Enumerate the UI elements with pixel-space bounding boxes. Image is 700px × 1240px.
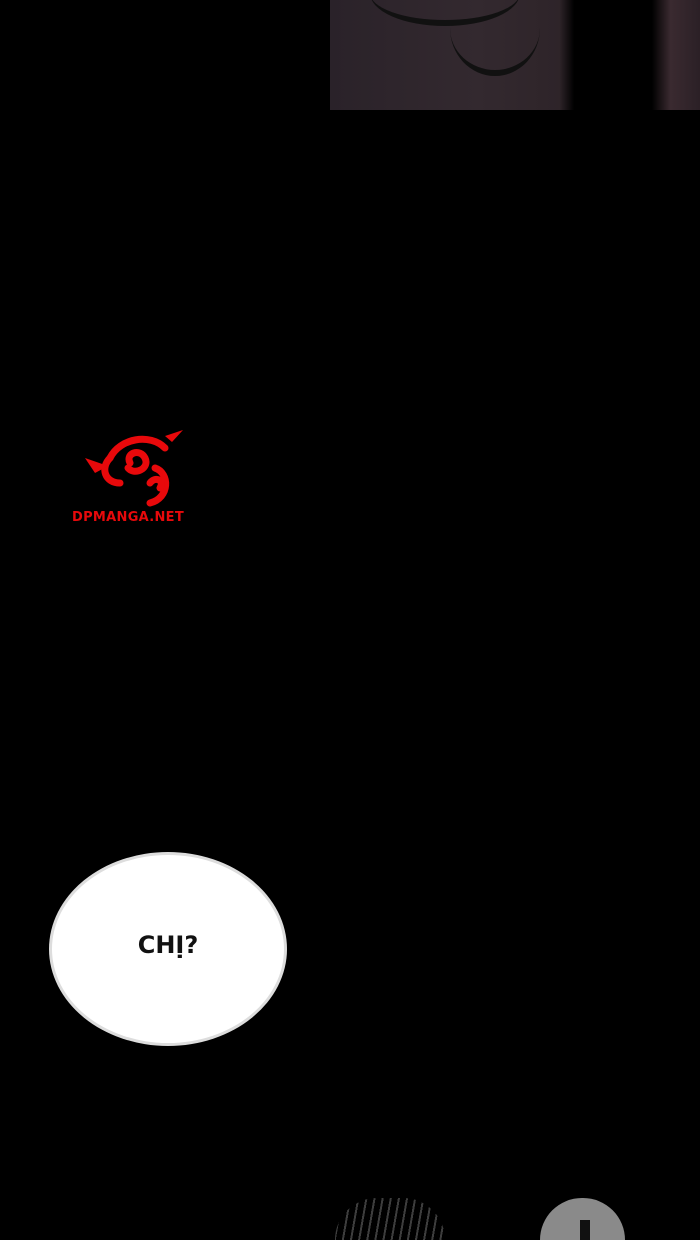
bottom-panel-figure-art	[540, 1198, 625, 1240]
bottom-panel-hair-art	[335, 1198, 445, 1240]
swirl-logo-icon	[85, 430, 183, 507]
speech-bubble: CHỊ?	[52, 855, 284, 1043]
speech-bubble-text: CHỊ?	[137, 931, 199, 959]
watermark-text: DPMANGA.NET	[72, 510, 185, 525]
top-panel-art	[330, 0, 700, 110]
watermark-logo: DPMANGA.NET	[72, 428, 197, 525]
